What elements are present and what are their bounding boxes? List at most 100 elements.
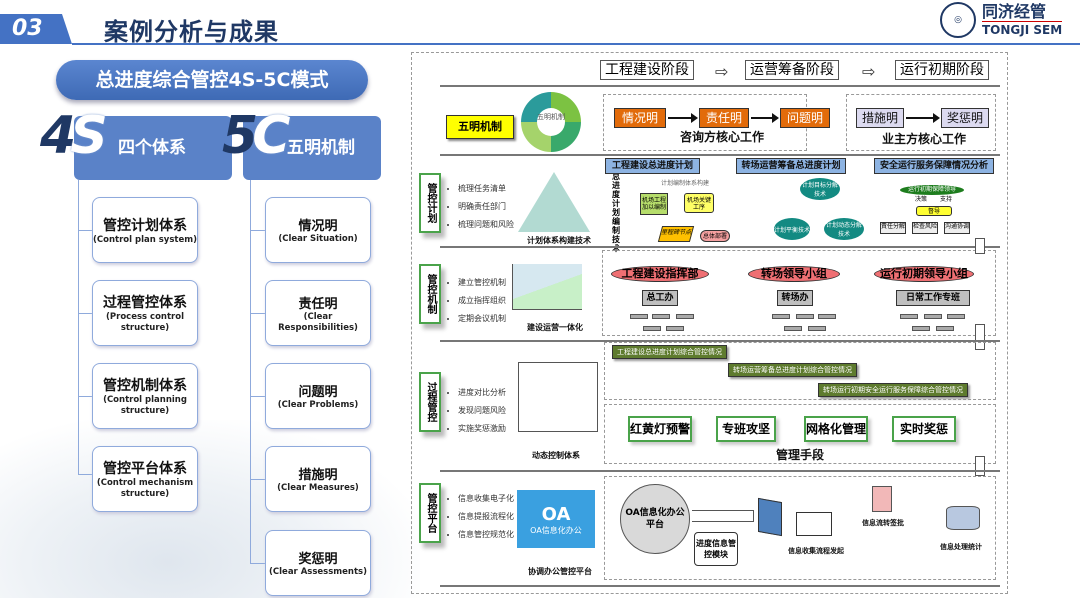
stage-arrow-icon: ⇨ xyxy=(715,62,729,81)
university-seal-icon: ◎ xyxy=(940,2,976,38)
org-box xyxy=(602,250,996,336)
five-clear-label: 五明机制 xyxy=(287,138,355,158)
separator xyxy=(440,246,1000,248)
oa-cloud-icon: OA OA信息化办公 xyxy=(517,490,595,548)
org-node xyxy=(676,314,694,319)
flow-step: 信息流转签批 xyxy=(862,519,904,527)
oa-subtitle: OA信息化办公 xyxy=(530,526,582,535)
org-construction: 工程建设指挥部 xyxy=(611,266,709,282)
card-title: 问题明 xyxy=(298,385,338,400)
system-card-mechanism: 管控机制体系(Control planning structure) xyxy=(92,363,198,429)
teal-node: 计划平衡技术 xyxy=(774,218,810,240)
flow-node: 总体部署 xyxy=(700,230,730,242)
org-node xyxy=(936,326,954,331)
card-title: 管控平台体系 xyxy=(103,461,187,477)
pyramid-icon xyxy=(518,172,590,232)
office-transition: 转场办 xyxy=(777,290,813,306)
ops-leader: 运行初期保障领导 xyxy=(900,185,964,195)
org-node xyxy=(630,314,648,319)
five-c-connector xyxy=(250,180,251,564)
ops-mid: 督导 xyxy=(916,206,952,216)
pyramid-caption: 计划体系构建技术 xyxy=(527,236,591,245)
step-responsibility: 责任明 xyxy=(699,108,749,128)
means-realtime-reward: 实时奖惩 xyxy=(892,416,956,442)
five-clear-tag: 五明机制 xyxy=(446,115,514,139)
org-node xyxy=(912,326,930,331)
connector-tick xyxy=(250,313,265,314)
flow-node: 里程碑节点 xyxy=(657,226,695,242)
office-construction: 总工办 xyxy=(642,290,678,306)
platform-bullets: 信息收集电子化 信息提报流程化 信息管控规范化 xyxy=(448,490,514,544)
separator xyxy=(440,585,1000,587)
org-node xyxy=(796,314,814,319)
step-situation: 情况明 xyxy=(614,108,666,128)
bullet-item: 明确责任部门 xyxy=(458,198,514,216)
slide-header: 03 案例分析与成果 ◎ 同济经管 TONGJI SEM xyxy=(0,0,1080,48)
card-subtitle: (Clear Measures) xyxy=(277,483,359,493)
process-bullets: 进度对比分析 发现问题风险 实施奖惩激励 xyxy=(448,384,506,438)
org-node xyxy=(947,314,965,319)
ops-label: 决策 xyxy=(915,196,928,203)
card-title: 情况明 xyxy=(298,219,338,234)
bullet-item: 信息收集电子化 xyxy=(458,490,514,508)
office-operation: 日常工作专班 xyxy=(896,290,970,306)
owner-caption: 业主方核心工作 xyxy=(882,132,967,146)
report-preparation: 转场运营筹备总进度计划综合管控情况 xyxy=(728,363,857,377)
org-node xyxy=(666,326,684,331)
card-subtitle: (Clear Problems) xyxy=(277,400,359,410)
bullet-item: 进度对比分析 xyxy=(458,384,506,402)
bullet-item: 梳理问题和风险 xyxy=(458,216,514,234)
means-red-yellow-alert: 红黄灯预警 xyxy=(628,416,692,442)
org-transition: 转场领导小组 xyxy=(748,266,840,282)
platform-flow-box xyxy=(604,476,996,580)
clear-card-responsibilities: 责任明(Clear Responsibilities) xyxy=(265,280,371,346)
connector-tick xyxy=(250,230,265,231)
stage-preparation: 运营筹备阶段 xyxy=(745,60,839,80)
connector-tick xyxy=(250,563,265,564)
separator xyxy=(440,154,1000,156)
ops-label: 支持 xyxy=(940,196,953,203)
five-c-mark: 5C xyxy=(222,106,290,166)
card-subtitle: (Control planning structure) xyxy=(103,395,187,416)
clear-card-problems: 问题明(Clear Problems) xyxy=(265,363,371,429)
logo-cn: 同济经管 xyxy=(982,2,1063,22)
means-task-force: 专班攻坚 xyxy=(716,416,776,442)
flow-step: 信息处理统计 xyxy=(940,543,982,551)
bullet-item: 梳理任务清单 xyxy=(458,180,514,198)
separator xyxy=(440,470,1000,472)
arrow-icon xyxy=(906,113,940,123)
page-title: 案例分析与成果 xyxy=(104,18,279,46)
card-title: 奖惩明 xyxy=(298,552,338,567)
card-subtitle: (Control mechanism structure) xyxy=(96,478,194,499)
org-node xyxy=(900,314,918,319)
org-node xyxy=(808,326,826,331)
teal-node: 计划动态分解技术 xyxy=(824,218,864,240)
card-title: 措施明 xyxy=(298,468,338,483)
flow-node: 机场关键工序 xyxy=(684,193,714,213)
means-grid-management: 网格化管理 xyxy=(804,416,868,442)
bullet-item: 信息管控规范化 xyxy=(458,526,514,544)
reports-box xyxy=(604,342,996,400)
ops-bottom: 沟通协调 xyxy=(944,222,970,234)
clear-card-assessments: 奖惩明(Clear Assessments) xyxy=(265,530,371,596)
stage-construction: 工程建设阶段 xyxy=(600,60,694,80)
side-label-process: 过程管控 xyxy=(419,372,441,432)
plan-header-preparation: 转场运营筹备总进度计划 xyxy=(736,158,846,174)
card-title: 责任明 xyxy=(298,296,338,312)
org-node xyxy=(772,314,790,319)
system-card-platform: 管控平台体系(Control mechanism structure) xyxy=(92,446,198,512)
card-subtitle: (Process control structure) xyxy=(106,312,184,333)
connector-tick xyxy=(250,396,265,397)
up-arrow-icon xyxy=(975,456,985,476)
database-icon xyxy=(946,506,980,530)
logo-en: TONGJI SEM xyxy=(982,22,1063,37)
dynamic-control-diagram-icon xyxy=(518,362,598,432)
side-label-mechanism: 管控机制 xyxy=(419,264,441,324)
card-subtitle: (Clear Responsibilities) xyxy=(278,311,358,333)
right-arrow-icon xyxy=(692,510,754,522)
envelope-icon xyxy=(796,512,832,536)
org-node xyxy=(924,314,942,319)
system-card-plan: 管控计划体系(Control plan system) xyxy=(92,197,198,263)
four-s-mark: 4S xyxy=(40,106,108,166)
five-clear-header: 五明机制 xyxy=(243,116,381,180)
